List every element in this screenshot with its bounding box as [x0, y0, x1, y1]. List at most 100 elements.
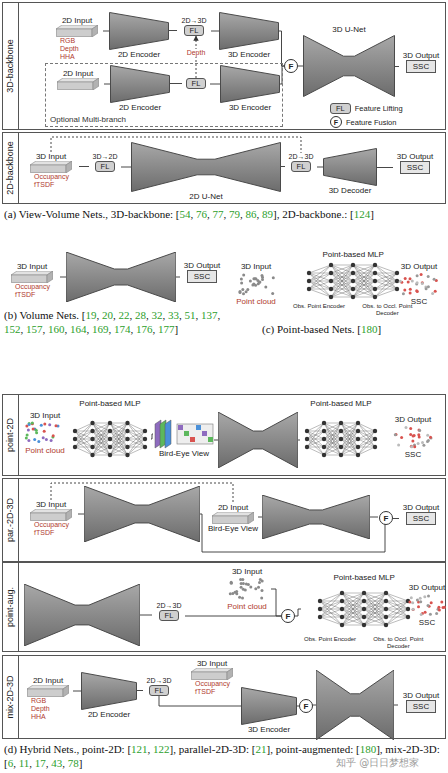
- mlp-link: [307, 431, 324, 455]
- mlp-link: [75, 439, 93, 455]
- shape: [57, 29, 93, 37]
- mlp-link: [375, 273, 397, 281]
- mlp-link: [353, 265, 375, 289]
- mlp-link: [353, 265, 375, 266]
- encoder-trapezoid: [220, 65, 280, 103]
- mlp-unit: [90, 437, 94, 441]
- mlp-unit: [329, 279, 333, 283]
- connector: [137, 690, 143, 691]
- mlp-link: [128, 431, 146, 447]
- citation-number: 124: [354, 208, 371, 220]
- mlp-link: [342, 593, 364, 609]
- input-label: 3D Output: [409, 583, 445, 592]
- connector: [395, 66, 399, 67]
- output-box: 3D OutputSSC: [393, 152, 437, 174]
- input-label: 3D Input: [197, 659, 227, 668]
- point: [429, 436, 432, 439]
- mlp-link: [75, 431, 93, 447]
- point: [397, 444, 400, 447]
- mlp-link: [364, 593, 386, 625]
- point: [409, 427, 412, 430]
- mlp-unit: [395, 279, 399, 283]
- mlp-unit: [73, 437, 77, 441]
- connector-label: Depth: [186, 49, 207, 57]
- mlp-link: [386, 609, 408, 625]
- mlp-link: [358, 431, 375, 447]
- legend-text: Feature Lifting: [355, 104, 403, 113]
- mlp-unit: [322, 445, 326, 449]
- mlp-link: [320, 609, 342, 617]
- point: [417, 442, 420, 445]
- encoder-shape: 3D Encoder: [219, 12, 279, 59]
- fusion-circle: F: [284, 59, 298, 73]
- input-block: 3D InputOccupancy fTSDF: [187, 659, 237, 696]
- band-label: 2D-backbone: [5, 141, 15, 195]
- shape: [66, 161, 72, 173]
- mlp-link: [358, 431, 375, 432]
- point: [28, 422, 31, 425]
- mlp-link: [341, 423, 358, 455]
- mlp-link: [375, 289, 397, 297]
- point-set: [397, 271, 441, 297]
- mlp-link: [386, 593, 408, 617]
- mlp-link: [353, 265, 375, 281]
- mlp-link: [309, 273, 331, 297]
- mlp-link: [93, 423, 111, 431]
- point: [438, 608, 441, 611]
- point: [416, 274, 419, 277]
- shape: [31, 513, 67, 521]
- lifting-box: FL: [159, 610, 180, 621]
- mlp-link: [331, 265, 353, 297]
- point: [415, 289, 418, 292]
- encoder-trapezoid: [81, 672, 137, 710]
- panel-band: mix-2D-3D2D InputRGB Depth HHA2D Encoder…: [2, 655, 446, 739]
- mlp-link: [128, 431, 146, 439]
- mlp-unit: [318, 607, 322, 611]
- mlp-unit: [362, 615, 366, 619]
- mlp-link: [358, 431, 375, 439]
- panel-band: par.-2D-3D3D InputOccupancy fTSDF2D Inpu…: [2, 478, 446, 562]
- mlp-link: [341, 455, 358, 456]
- mlp-unit: [329, 295, 333, 299]
- mlp-link: [386, 601, 408, 609]
- citation-number: 176: [136, 323, 153, 335]
- point-set: [23, 420, 67, 446]
- point: [27, 429, 30, 432]
- point: [247, 583, 250, 586]
- citation-number: 76: [196, 208, 207, 220]
- shape: [82, 673, 137, 710]
- input-slab: [56, 25, 98, 37]
- mlp-link: [358, 431, 375, 455]
- mlp-link: [128, 431, 146, 455]
- lifting-box: FL: [95, 161, 116, 172]
- encoder-trapezoid: [109, 12, 169, 50]
- unet-bowtie: [131, 142, 281, 192]
- mlp-unit: [362, 599, 366, 603]
- lifting-direction: 3D→2D: [93, 153, 118, 161]
- mlp-link: [386, 593, 408, 601]
- encoder-shape: 2D Encoder: [109, 12, 169, 59]
- point: [412, 608, 415, 611]
- point: [245, 290, 248, 293]
- mlp-title: Point-based MLP: [79, 399, 140, 408]
- point: [400, 436, 403, 439]
- point: [42, 436, 45, 439]
- encoder-trapezoid: [219, 12, 279, 50]
- mlp-link: [93, 439, 111, 455]
- citation-number: 28: [135, 309, 146, 321]
- input-block: 3D InputOccupancy fTSDF: [23, 152, 79, 189]
- input-label: 3D Input: [232, 567, 262, 576]
- input-label: 3D Output: [395, 415, 431, 424]
- point: [258, 581, 261, 584]
- output-label: 3D Output: [397, 152, 433, 161]
- citation-number: 122: [153, 743, 170, 755]
- point: [252, 277, 255, 280]
- shape-label: 3D Encoder: [229, 103, 271, 112]
- shape: [213, 516, 249, 524]
- shape: [27, 685, 69, 689]
- mlp-link: [342, 601, 364, 625]
- citation-number: 77: [213, 208, 224, 220]
- mlp-link: [341, 423, 358, 439]
- mlp-unit: [329, 271, 333, 275]
- mlp-unit: [340, 599, 344, 603]
